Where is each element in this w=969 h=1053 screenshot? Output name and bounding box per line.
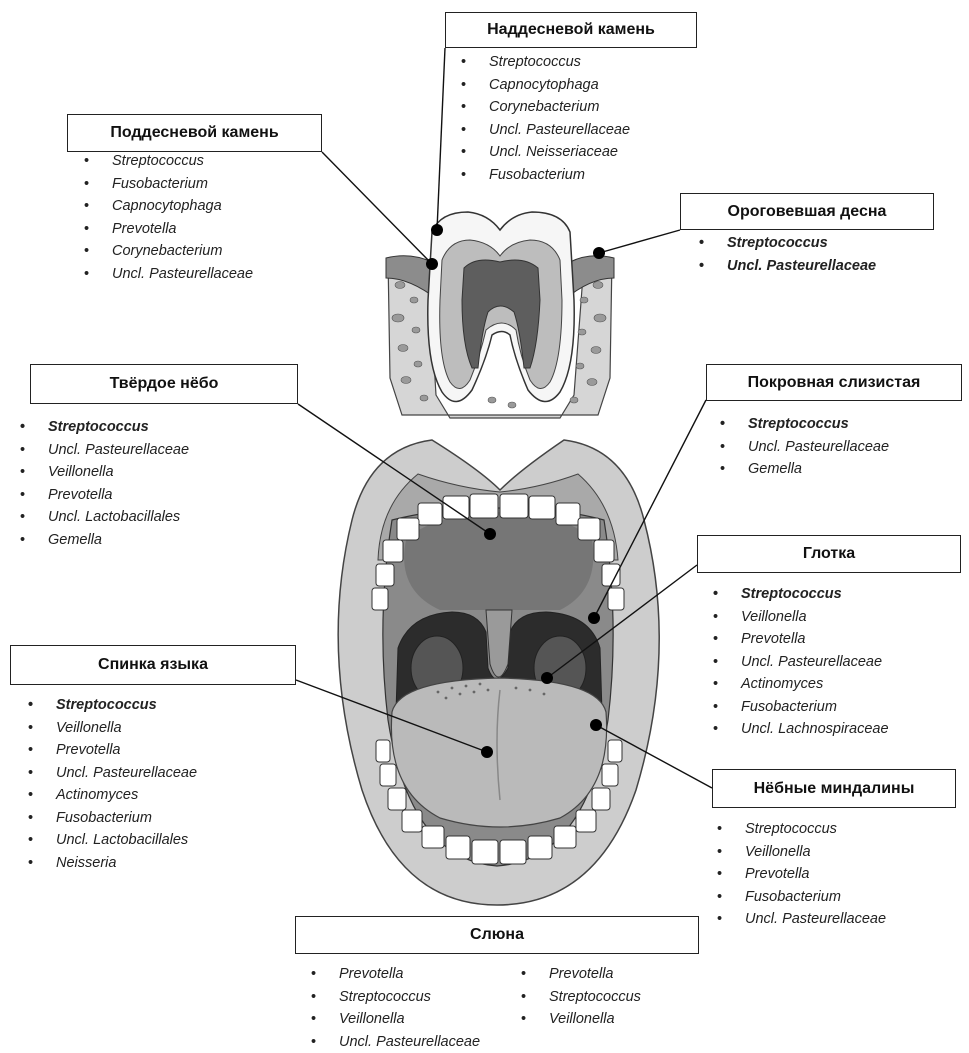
site-label-subgingival: Поддесневой камень <box>67 114 322 152</box>
bacterium-item: Uncl. Lachnospiraceae <box>711 718 889 741</box>
bacterium-item: Veillonella <box>519 1008 641 1031</box>
bacterium-item: Streptococcus <box>711 583 889 606</box>
bacterium-item: Corynebacterium <box>459 96 630 119</box>
bacterium-item: Uncl. Pasteurellaceae <box>18 439 189 462</box>
bacterium-item: Prevotella <box>309 963 480 986</box>
bacterium-item: Prevotella <box>18 484 189 507</box>
bacterium-item: Actinomyces <box>711 673 889 696</box>
marker-subgingival <box>426 258 438 270</box>
bacterium-item: Uncl. Pasteurellaceae <box>26 762 197 785</box>
bacterium-item: Veillonella <box>711 606 889 629</box>
bacterium-item: Corynebacterium <box>82 240 253 263</box>
bacterium-item: Streptococcus <box>718 413 889 436</box>
bacterium-item: Streptococcus <box>697 232 876 255</box>
bacterium-item: Prevotella <box>82 218 253 241</box>
bacteria-list-buccal-mucosa: StreptococcusUncl. PasteurellaceaeGemell… <box>718 413 889 481</box>
bacterium-item: Streptococcus <box>82 150 253 173</box>
tooth-diagram <box>386 212 614 418</box>
bacteria-list-throat: StreptococcusVeillonellaPrevotellaUncl. … <box>711 583 889 741</box>
bacterium-item: Uncl. Pasteurellaceae <box>718 436 889 459</box>
marker-supragingival <box>431 224 443 236</box>
marker-hard-palate <box>484 528 496 540</box>
site-label-palatine-tonsils: Нёбные миндалины <box>712 769 956 808</box>
bacteria-list-tongue-dorsum: StreptococcusVeillonellaPrevotellaUncl. … <box>26 694 197 874</box>
bacterium-item: Veillonella <box>715 841 886 864</box>
bacterium-item: Uncl. Neisseriaceae <box>459 141 630 164</box>
bacterium-item: Streptococcus <box>18 416 189 439</box>
marker-palatine-tonsils <box>590 719 602 731</box>
bacteria-list-palatine-tonsils: StreptococcusVeillonellaPrevotellaFusoba… <box>715 818 886 931</box>
leader-supragingival <box>437 48 445 230</box>
bacterium-item: Streptococcus <box>26 694 197 717</box>
mouth-diagram <box>338 440 659 905</box>
bacteria-list-hard-palate: StreptococcusUncl. PasteurellaceaeVeillo… <box>18 416 189 551</box>
bacterium-item: Fusobacterium <box>715 886 886 909</box>
bacterium-item: Uncl. Pasteurellaceae <box>459 119 630 142</box>
bacteria-list-saliva-col2: PrevotellaStreptococcusVeillonella <box>519 963 641 1031</box>
site-label-supragingival: Наддесневой камень <box>445 12 697 48</box>
site-label-throat: Глотка <box>697 535 961 573</box>
site-label-keratinized-gingiva: Ороговевшая десна <box>680 193 934 230</box>
bacterium-item: Uncl. Pasteurellaceae <box>715 908 886 931</box>
bacterium-item: Prevotella <box>26 739 197 762</box>
marker-buccal-mucosa <box>588 612 600 624</box>
site-label-buccal-mucosa: Покровная слизистая <box>706 364 962 401</box>
bacterium-item: Uncl. Lactobacillales <box>18 506 189 529</box>
bacterium-item: Fusobacterium <box>26 807 197 830</box>
bacterium-item: Gemella <box>718 458 889 481</box>
bacteria-list-saliva: PrevotellaStreptococcusVeillonellaUncl. … <box>309 963 480 1053</box>
hard-palate-area <box>404 512 593 610</box>
bacterium-item: Prevotella <box>519 963 641 986</box>
bacterium-item: Capnocytophaga <box>82 195 253 218</box>
bacteria-list-subgingival: StreptococcusFusobacteriumCapnocytophaga… <box>82 150 253 285</box>
bacterium-item: Fusobacterium <box>459 164 630 187</box>
bacterium-item: Actinomyces <box>26 784 197 807</box>
site-label-hard-palate: Твёрдое нёбо <box>30 364 298 404</box>
bacteria-list-supragingival: StreptococcusCapnocytophagaCorynebacteri… <box>459 51 630 186</box>
bacterium-item: Uncl. Pasteurellaceae <box>711 651 889 674</box>
bacterium-item: Uncl. Lactobacillales <box>26 829 197 852</box>
bacterium-item: Fusobacterium <box>82 173 253 196</box>
bacterium-item: Neisseria <box>26 852 197 875</box>
leader-subgingival <box>322 152 432 264</box>
site-label-saliva: Слюна <box>295 916 699 954</box>
marker-throat <box>541 672 553 684</box>
bacterium-item: Streptococcus <box>309 986 480 1009</box>
bacterium-item: Prevotella <box>711 628 889 651</box>
bacterium-item: Veillonella <box>309 1008 480 1031</box>
bacterium-item: Veillonella <box>18 461 189 484</box>
bacterium-item: Prevotella <box>715 863 886 886</box>
bacterium-item: Streptococcus <box>715 818 886 841</box>
bacterium-item: Uncl. Pasteurellaceae <box>697 255 876 278</box>
bacterium-item: Fusobacterium <box>711 696 889 719</box>
bacterium-item: Capnocytophaga <box>459 74 630 97</box>
bacteria-list-keratinized-gingiva: StreptococcusUncl. Pasteurellaceae <box>697 232 876 277</box>
bacterium-item: Uncl. Pasteurellaceae <box>82 263 253 286</box>
bacterium-item: Uncl. Pasteurellaceae <box>309 1031 480 1053</box>
site-label-tongue-dorsum: Спинка языка <box>10 645 296 685</box>
bacterium-item: Streptococcus <box>519 986 641 1009</box>
leader-keratinized-gingiva <box>599 230 680 253</box>
bacterium-item: Veillonella <box>26 717 197 740</box>
marker-tongue-dorsum <box>481 746 493 758</box>
bacterium-item: Gemella <box>18 529 189 552</box>
bacterium-item: Streptococcus <box>459 51 630 74</box>
marker-keratinized-gingiva <box>593 247 605 259</box>
